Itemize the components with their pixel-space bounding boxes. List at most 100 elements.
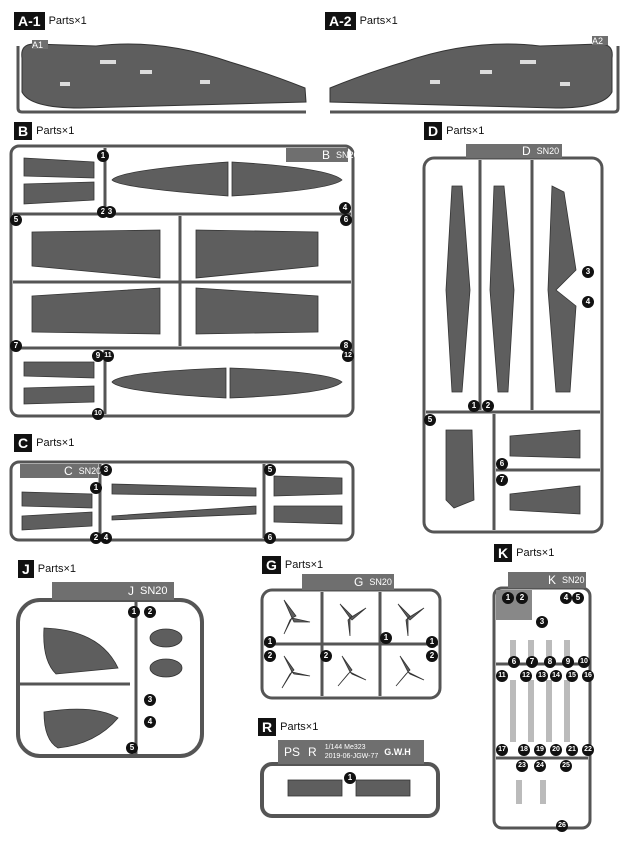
r-line-2: 2019-06-JGW-77 <box>324 753 379 760</box>
parts-count-d: Parts×1 <box>446 125 485 137</box>
parts-count-g: Parts×1 <box>284 559 324 571</box>
tag-c: C <box>14 434 33 452</box>
d-part-number: 5 <box>424 414 436 426</box>
b-part-6 <box>195 229 319 279</box>
c-part-6 <box>273 505 343 525</box>
j-sprue-letter: J <box>128 584 134 598</box>
c-part-number: 6 <box>264 532 276 544</box>
b-part-1 <box>23 157 95 179</box>
c-part-3 <box>111 483 257 497</box>
r-line-1: 1/144 Me323 <box>324 744 366 751</box>
d-sprue-tag: D SN20 <box>466 144 562 158</box>
k-part-number: 16 <box>582 670 594 682</box>
k-part-number: 4 <box>560 592 572 604</box>
a2-gate-label: A2 <box>592 35 604 46</box>
k-sprue-tag: K SN20 <box>508 572 586 588</box>
k-part-number: 1 <box>502 592 514 604</box>
d-sprue-code: SN20 <box>536 146 560 156</box>
k-part-number: 7 <box>526 656 538 668</box>
parts-count-k: Parts×1 <box>516 547 555 559</box>
j-part-3b <box>149 658 183 678</box>
c-part-number: 1 <box>90 482 102 494</box>
k-part-number: 25 <box>560 760 572 772</box>
r-part-1b <box>355 779 411 797</box>
j-part-number: 5 <box>126 742 138 754</box>
b-part-number: 4 <box>339 202 351 214</box>
d-part-number: 4 <box>582 296 594 308</box>
r-sprue-tag: PS R 1/144 Me323 2019-06-JGW-77 G.W.H <box>278 740 424 764</box>
d-part-1 <box>445 185 471 393</box>
k-part-number: 22 <box>582 744 594 756</box>
k-sprue-code: SN20 <box>562 575 585 585</box>
parts-count-a1: Parts×1 <box>48 15 87 27</box>
c-part-number: 2 <box>90 532 102 544</box>
tag-k: K <box>494 544 513 562</box>
c-part-2 <box>21 511 93 531</box>
k-part-number: 10 <box>578 656 590 668</box>
r-part-1a <box>287 779 343 797</box>
k-part-number: 14 <box>550 670 562 682</box>
header-j: J Parts×1 <box>18 560 76 578</box>
b-part-number: 6 <box>340 214 352 226</box>
b-part-4 <box>231 161 343 197</box>
header-d: D Parts×1 <box>424 122 484 140</box>
b-part-8 <box>195 287 319 335</box>
b-part-number: 12 <box>342 350 354 362</box>
g-part-number: 2 <box>426 650 438 662</box>
parts-count-j: Parts×1 <box>37 563 77 575</box>
b-part-number: 5 <box>10 214 22 226</box>
b-part-10 <box>23 385 95 405</box>
a1-gate-tag: A1 <box>32 40 48 50</box>
k-sprue-letter: K <box>548 573 557 587</box>
header-k: K Parts×1 <box>494 544 554 562</box>
k-part-number: 21 <box>566 744 578 756</box>
parts-count-a2: Parts×1 <box>359 15 398 27</box>
k-part-number: 5 <box>572 592 584 604</box>
k-part-number: 13 <box>536 670 548 682</box>
b-part-number: 3 <box>104 206 116 218</box>
d-part-number: 3 <box>582 266 594 278</box>
k-part-number: 15 <box>566 670 578 682</box>
b-part-12 <box>229 367 343 399</box>
g-part-number: 1 <box>264 636 276 648</box>
b-sprue-code: SN20 <box>336 150 359 160</box>
b-sprue-letter: B <box>322 148 331 162</box>
r-part-number: 1 <box>344 772 356 784</box>
d-part-2 <box>489 185 515 393</box>
g-sprue-code: SN20 <box>369 577 392 587</box>
j-part-1 <box>43 627 119 675</box>
b-sprue-tag: B SN20 <box>286 148 359 162</box>
d-part-5 <box>445 429 475 509</box>
d-part-number: 6 <box>496 458 508 470</box>
k-part-number: 18 <box>518 744 530 756</box>
header-a1: A-1 Parts×1 <box>14 12 87 30</box>
k-part-number: 3 <box>536 616 548 628</box>
c-sprue-tag: C SN20 <box>20 464 101 478</box>
d-sprue-letter: D <box>522 144 531 158</box>
d-part-7 <box>509 485 581 515</box>
g-part-number: 2 <box>320 650 332 662</box>
b-part-11 <box>111 367 227 399</box>
tag-b: B <box>14 122 33 140</box>
k-part-number: 6 <box>508 656 520 668</box>
parts-count-r: Parts×1 <box>280 721 319 733</box>
header-g: G Parts×1 <box>262 556 323 574</box>
c-part-1 <box>21 491 93 509</box>
d-part-number: 1 <box>468 400 480 412</box>
b-part-number: 11 <box>102 350 114 362</box>
j-part-number: 2 <box>144 606 156 618</box>
r-ps-label: PS <box>284 745 301 759</box>
j-part-3a <box>149 628 183 648</box>
k-part-number: 19 <box>534 744 546 756</box>
r-sprue-info: 1/144 Me323 2019-06-JGW-77 <box>325 743 379 761</box>
g-part-number: 1 <box>426 636 438 648</box>
tag-g: G <box>262 556 281 574</box>
g-part-number: 1 <box>380 632 392 644</box>
c-sprue-code: SN20 <box>78 466 102 476</box>
k-part-number: 17 <box>496 744 508 756</box>
tag-a2: A-2 <box>325 12 356 30</box>
parts-count-b: Parts×1 <box>36 125 75 137</box>
d-part-3-4 <box>547 185 577 393</box>
tag-r: R <box>258 718 277 736</box>
